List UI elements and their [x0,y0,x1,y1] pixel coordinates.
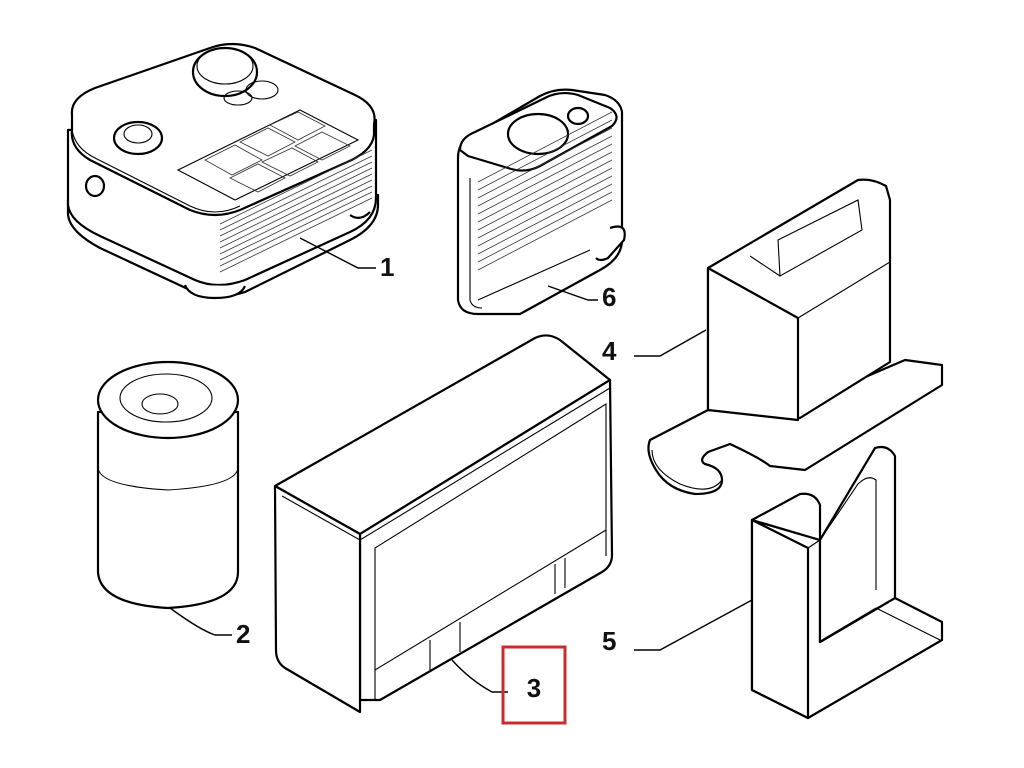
part-4-bracket[interactable] [634,178,944,496]
callout-4: 4 [602,336,617,366]
callout-5: 5 [602,626,616,656]
callout-1: 1 [380,252,394,282]
part-2-canister[interactable] [96,360,240,636]
part-3-box[interactable] [273,334,614,714]
callout-6: 6 [602,282,616,312]
part-1-compressor[interactable] [66,42,380,300]
callout-2: 2 [236,619,250,649]
part-5-holder[interactable] [634,445,944,720]
part-6-small-compressor[interactable] [456,88,626,316]
callout-3: 3 [527,673,541,703]
callout-3-highlight-box [501,645,567,725]
